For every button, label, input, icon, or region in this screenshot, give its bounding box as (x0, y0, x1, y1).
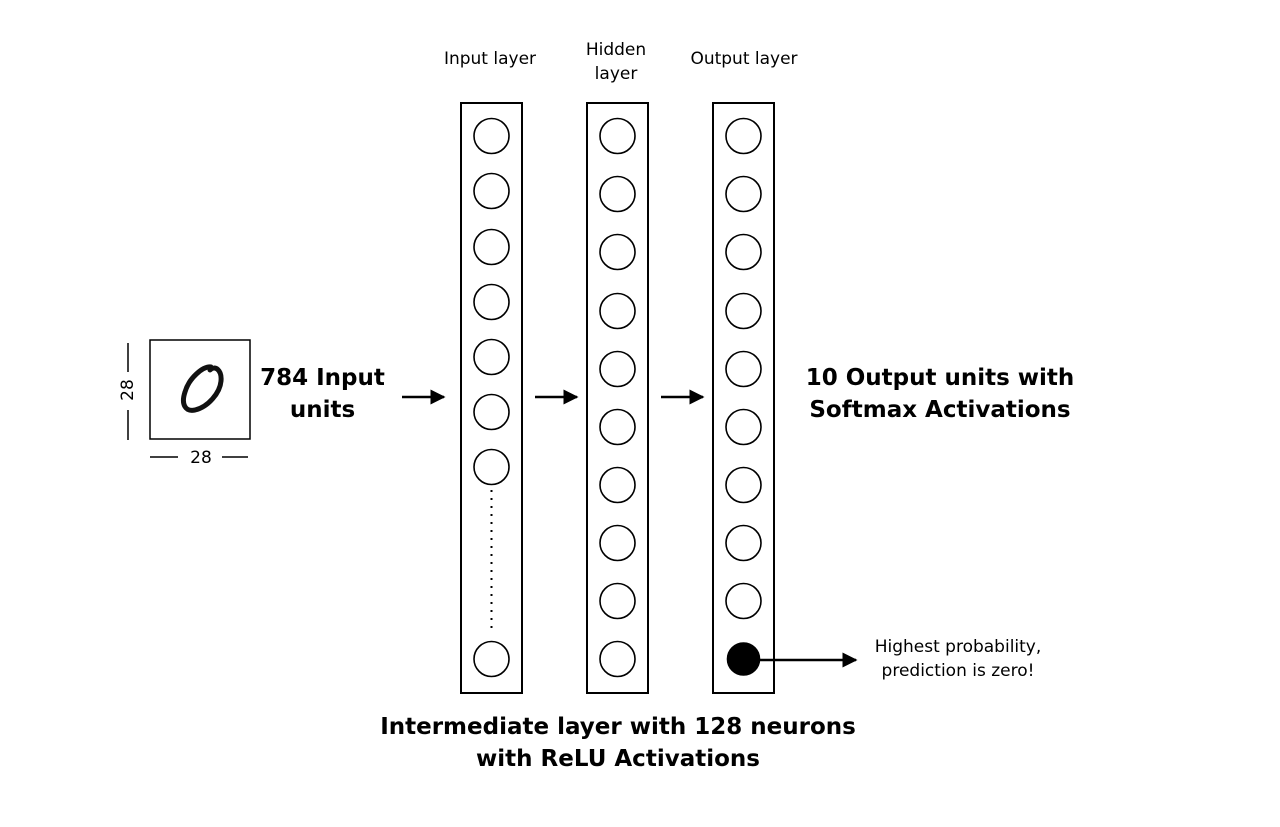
output-neuron (725, 175, 762, 213)
output-neuron (725, 292, 762, 330)
intermediate-line2: with ReLU Activations (476, 746, 760, 772)
input-units-label: 784 Input units (250, 362, 395, 426)
hidden-neuron (599, 408, 636, 446)
image-width-label: 28 (190, 448, 212, 468)
input-layer-column (460, 102, 523, 694)
input-units-line1: 784 Input (260, 365, 385, 391)
output-neuron (725, 350, 762, 388)
hidden-neuron (599, 466, 636, 504)
output-neuron (725, 408, 762, 446)
hidden-neuron (599, 524, 636, 562)
input-neuron (473, 117, 510, 155)
digit-image (149, 339, 251, 440)
input-neuron (473, 228, 510, 266)
intermediate-line1: Intermediate layer with 128 neurons (380, 714, 856, 740)
input-neuron (473, 448, 510, 486)
hidden-neuron (599, 582, 636, 620)
hidden-neuron (599, 117, 636, 155)
input-units-line2: units (289, 397, 356, 423)
hidden-neuron (599, 640, 636, 678)
prediction-note: Highest probability, prediction is zero! (860, 635, 1056, 683)
output-units-label: 10 Output units with Softmax Activations (790, 362, 1090, 426)
input-neuron (473, 393, 510, 431)
intermediate-layer-label: Intermediate layer with 128 neurons with… (380, 711, 856, 775)
hidden-neuron (599, 233, 636, 271)
input-neuron (473, 338, 510, 376)
hidden-neuron (599, 175, 636, 213)
hidden-neuron (599, 350, 636, 388)
output-layer-column (712, 102, 775, 694)
output-units-line2: Softmax Activations (809, 397, 1071, 423)
hidden-layer-title-line1: Hidden (585, 40, 647, 60)
output-layer-title: Output layer (690, 49, 798, 69)
output-units-line1: 10 Output units with (805, 365, 1075, 391)
input-neuron (473, 640, 510, 678)
input-neuron (473, 283, 510, 321)
digit-zero-stroke (180, 364, 224, 413)
hidden-neuron (599, 292, 636, 330)
input-layer-title: Input layer (443, 49, 537, 69)
output-neuron (725, 117, 762, 155)
output-neuron (725, 233, 762, 271)
output-neuron (725, 466, 762, 504)
output-neuron (725, 524, 762, 562)
hidden-layer-title: Hidden layer (556, 38, 676, 86)
hidden-layer-column (586, 102, 649, 694)
hidden-layer-title-line2: layer (594, 64, 638, 84)
output-neuron (725, 582, 762, 620)
image-dimension-lines (127, 343, 248, 458)
output-neuron-predicted (726, 642, 761, 676)
prediction-line1: Highest probability, (874, 637, 1042, 657)
input-neuron (473, 172, 510, 210)
prediction-line2: prediction is zero! (881, 661, 1035, 681)
